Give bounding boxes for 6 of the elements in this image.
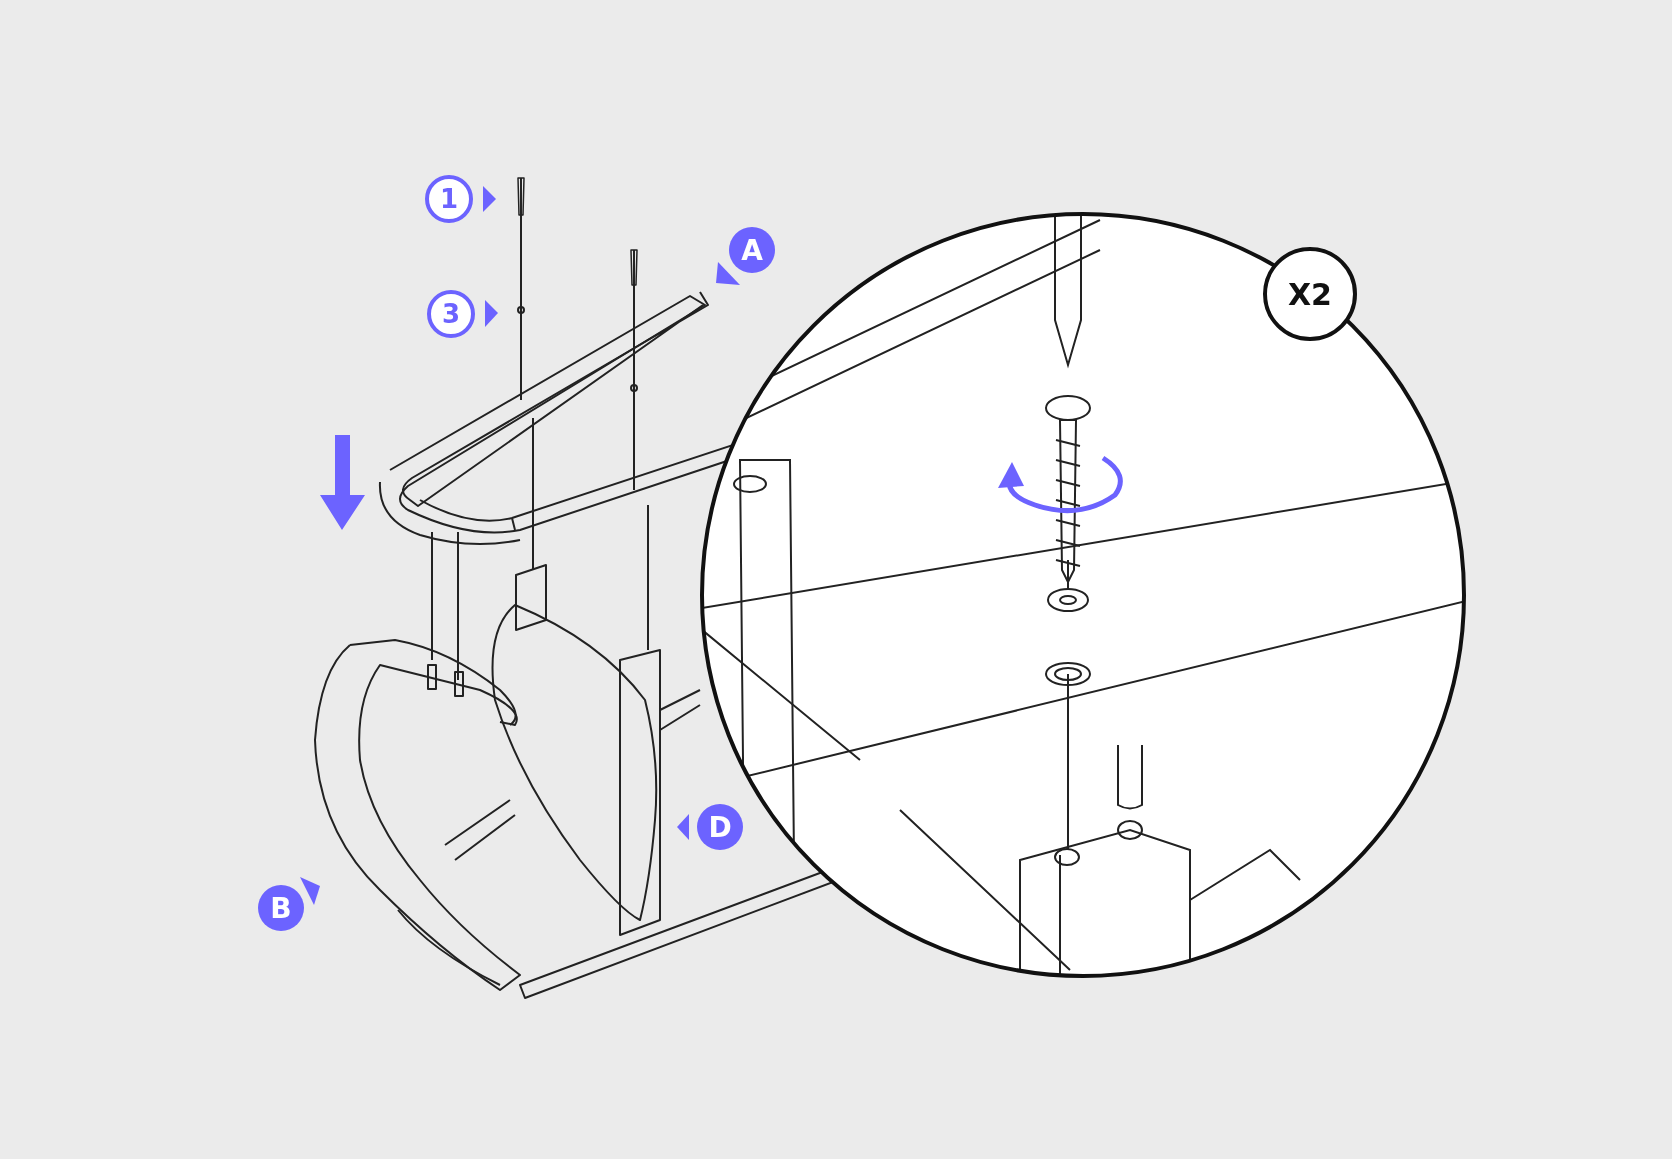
- callout-letter: A: [729, 227, 775, 273]
- quantity-label: X2: [1263, 247, 1357, 341]
- callout-number: 1: [425, 175, 473, 223]
- callout-letter: D: [697, 804, 743, 850]
- callout-letter: B: [258, 885, 304, 931]
- callout-number: 3: [427, 290, 475, 338]
